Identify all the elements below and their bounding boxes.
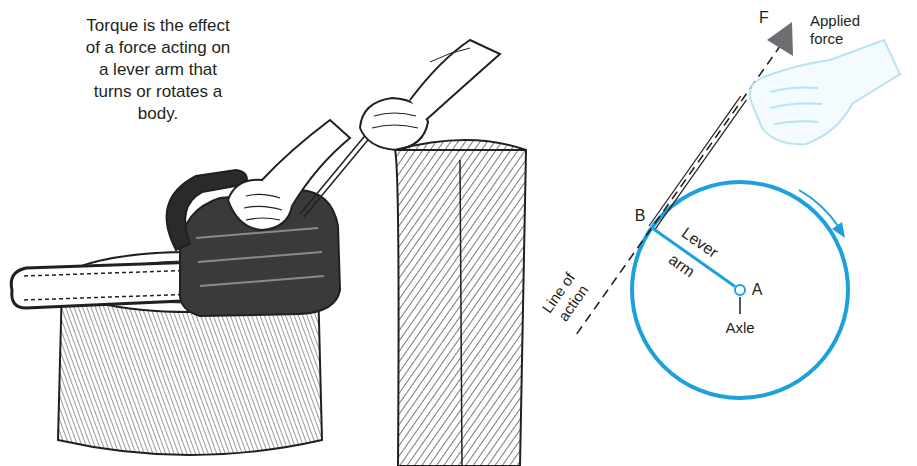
caption-note: Torque is the effect of a force acting o… [83, 15, 233, 125]
force-symbol: F [759, 8, 769, 27]
applied-force-label: Applied force [810, 12, 880, 48]
cord [655, 100, 747, 230]
wheel-circle [632, 182, 848, 398]
point-label: A [752, 280, 763, 299]
lever-arm-label: arm [665, 250, 699, 282]
axle-leader [739, 297, 741, 314]
rotation-arrowhead [832, 222, 845, 238]
rotation-arrow [799, 190, 838, 226]
line-of-action-label: Line of action [534, 263, 598, 333]
force-arrowhead [767, 22, 793, 56]
hand-sketch [750, 40, 900, 144]
axle-symbol [735, 285, 745, 295]
point-label: B [635, 206, 646, 225]
torque-diagram [577, 22, 900, 398]
cord [649, 96, 741, 226]
chainsaw-illustration [11, 40, 526, 466]
axle-label: Axle [725, 319, 754, 337]
